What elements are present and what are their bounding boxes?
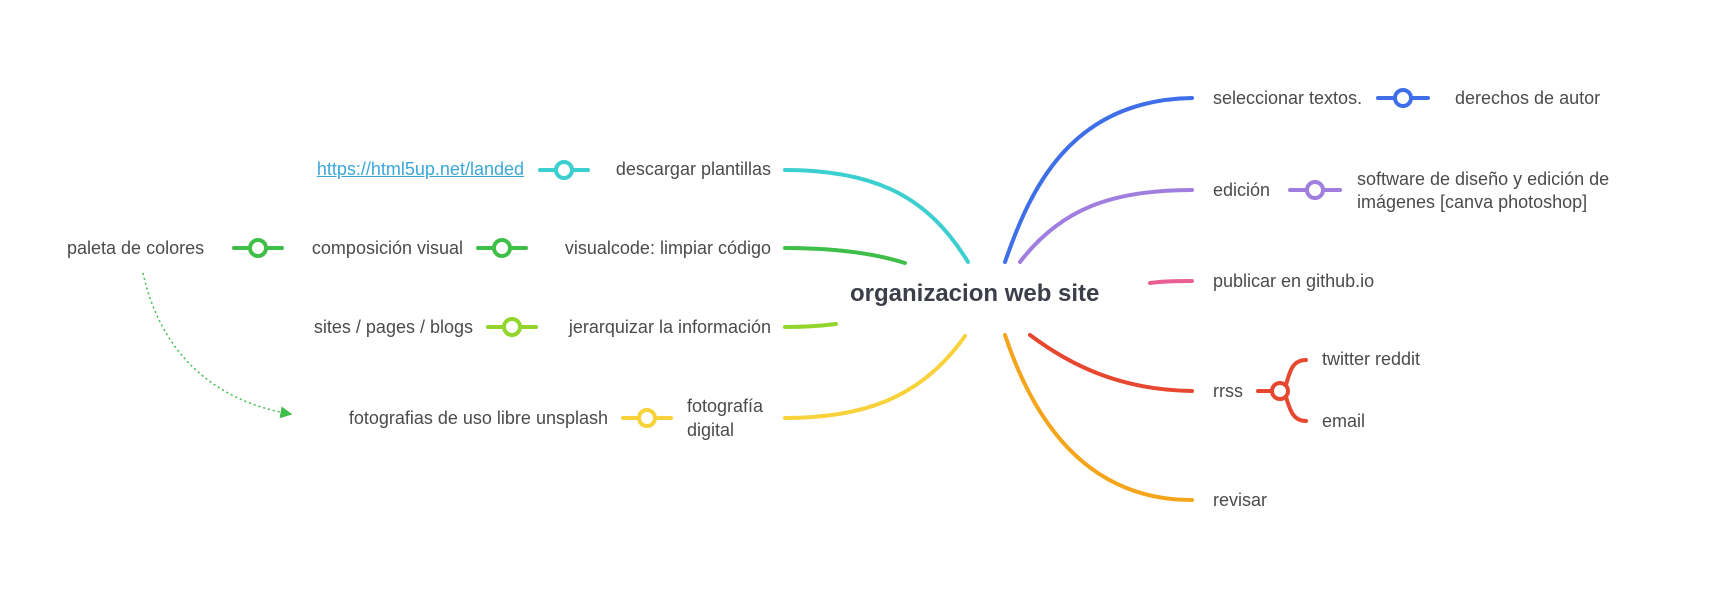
node-dot-fotos-libres xyxy=(637,408,657,428)
node-dot-rrss xyxy=(1270,381,1290,401)
topic-fotografias-uso-libre[interactable]: fotografias de uso libre unsplash xyxy=(348,408,608,428)
node-dot-url xyxy=(554,160,574,180)
node-dot-paleta xyxy=(248,238,268,258)
central-topic[interactable]: organizacion web site xyxy=(850,280,1100,307)
branch-fotografia xyxy=(783,334,967,420)
topic-composicion-visual[interactable]: composición visual xyxy=(311,238,463,258)
topic-rrss[interactable]: rrss xyxy=(1213,381,1243,401)
topic-email[interactable]: email xyxy=(1322,411,1366,431)
topic-edicion[interactable]: edición xyxy=(1213,180,1271,200)
branch-descargar xyxy=(783,168,970,264)
node-dot-software xyxy=(1305,180,1325,200)
branch-publicar xyxy=(1148,279,1194,285)
branch-revisar xyxy=(1003,333,1194,502)
topic-sites-pages-blogs[interactable]: sites / pages / blogs xyxy=(313,317,473,337)
branch-seleccionar xyxy=(1003,96,1194,264)
topic-publicar-github[interactable]: publicar en github.io xyxy=(1213,271,1375,291)
topic-visualcode[interactable]: visualcode: limpiar código xyxy=(564,238,771,258)
topic-software-line1[interactable]: software de diseño y edición de xyxy=(1357,169,1610,189)
topic-software-line2[interactable]: imágenes [canva photoshop] xyxy=(1357,192,1588,212)
topic-seleccionar-textos[interactable]: seleccionar textos. xyxy=(1213,88,1363,108)
topic-fotografia-line2[interactable]: digital xyxy=(687,420,735,440)
node-dot-sites xyxy=(502,317,522,337)
node-dot-derechos xyxy=(1393,88,1413,108)
branch-visualcode xyxy=(783,246,907,265)
topic-fotografia-line1[interactable]: fotografía xyxy=(687,396,764,416)
topic-derechos-de-autor[interactable]: derechos de autor xyxy=(1455,88,1601,108)
branch-rrss xyxy=(1028,333,1194,393)
topic-paleta-de-colores[interactable]: paleta de colores xyxy=(67,238,205,258)
topic-url-html5up[interactable]: https://html5up.net/landed xyxy=(316,159,524,179)
topic-descargar-plantillas[interactable]: descargar plantillas xyxy=(615,159,771,179)
relationship-arrow xyxy=(142,272,293,419)
branch-edicion xyxy=(1018,188,1194,264)
topic-twitter-reddit[interactable]: twitter reddit xyxy=(1322,349,1421,369)
topic-revisar[interactable]: revisar xyxy=(1213,490,1268,510)
node-dot-composicion xyxy=(492,238,512,258)
fork-email xyxy=(1284,395,1308,423)
topic-jerarquizar[interactable]: jerarquizar la información xyxy=(568,317,771,337)
fork-twitter xyxy=(1284,358,1308,387)
branch-jerarquizar xyxy=(783,322,838,329)
